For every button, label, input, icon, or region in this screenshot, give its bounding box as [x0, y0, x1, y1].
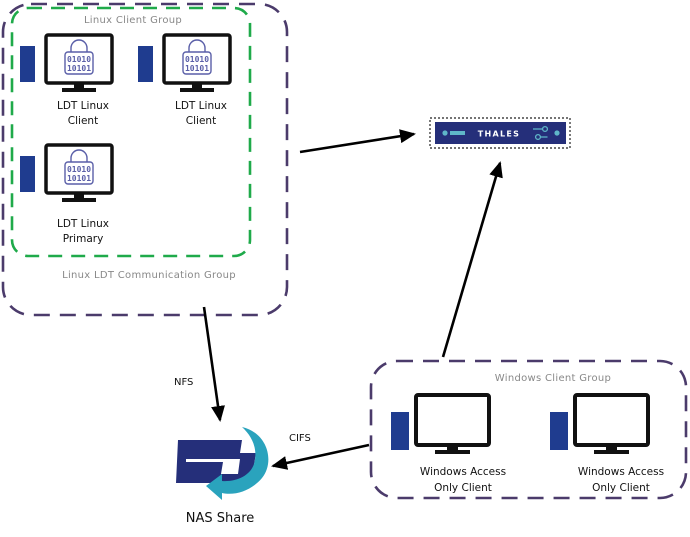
appliance-led-icon — [554, 130, 560, 136]
node-label-line-1: Windows Access — [420, 466, 506, 478]
node-label-line-1: Windows Access — [578, 466, 664, 478]
lock-binary-line-1: 01010 — [67, 55, 91, 64]
thales-appliance-node[interactable]: THALES — [429, 117, 571, 149]
hsm-appliance-icon — [435, 122, 566, 144]
linux-comm-group: Linux LDT Communication Group — [1, 2, 289, 317]
lock-binary-line-2: 10101 — [67, 174, 91, 183]
linux-client-group-border — [10, 6, 252, 258]
linux-primary-node[interactable]: 01010 10101 LDT Linux Primary — [18, 143, 114, 245]
edge-windows-to-thales — [441, 161, 503, 358]
thales-selection-border — [429, 117, 571, 149]
windows-client-group: Windows Client Group — [369, 359, 688, 500]
linux-client-group: Linux Client Group — [10, 6, 252, 258]
lock-binary-line-1: 01010 — [67, 165, 91, 174]
node-label-line-1: LDT Linux — [57, 218, 109, 230]
edge-linux-to-thales — [299, 129, 416, 154]
linux-comm-group-border — [1, 2, 289, 317]
node-label-line-2: Client — [186, 115, 216, 127]
lock-binary-line-2: 10101 — [185, 64, 209, 73]
node-label-line-2: Primary — [63, 233, 104, 245]
computer-icon — [548, 393, 650, 456]
appliance-led-icon — [442, 130, 448, 136]
thales-logo-text: THALES — [478, 130, 520, 139]
linux-client-group-label: Linux Client Group — [84, 15, 182, 26]
nas-share-node[interactable]: NAS Share — [176, 427, 269, 526]
network-key-icon — [533, 125, 549, 141]
edge-nfs: NFS — [174, 306, 225, 422]
node-label-line-1: LDT Linux — [57, 100, 109, 112]
windows-client-node-1[interactable]: Windows Access Only Client — [389, 393, 506, 494]
node-label-line-1: LDT Linux — [175, 100, 227, 112]
cifs-label: CIFS — [289, 433, 311, 444]
windows-client-group-border — [369, 359, 688, 500]
node-label-line-2: Client — [68, 115, 98, 127]
linux-client-node-1[interactable]: 01010 10101 LDT Linux Client — [18, 33, 114, 127]
node-label-line-2: Only Client — [592, 482, 650, 494]
edge-cifs: CIFS — [271, 433, 370, 470]
lock-binary-line-1: 01010 — [185, 55, 209, 64]
windows-client-group-label: Windows Client Group — [495, 373, 611, 384]
windows-client-node-2[interactable]: Windows Access Only Client — [548, 393, 664, 494]
computer-icon — [389, 393, 491, 456]
appliance-slot-icon — [450, 131, 465, 135]
linux-client-node-2[interactable]: 01010 10101 LDT Linux Client — [136, 33, 232, 127]
linux-comm-group-label: Linux LDT Communication Group — [62, 270, 236, 281]
lock-binary-line-2: 10101 — [67, 64, 91, 73]
nas-share-icon — [176, 427, 269, 500]
nas-share-label: NAS Share — [186, 511, 255, 526]
node-label-line-2: Only Client — [434, 482, 492, 494]
nfs-label: NFS — [174, 377, 193, 388]
